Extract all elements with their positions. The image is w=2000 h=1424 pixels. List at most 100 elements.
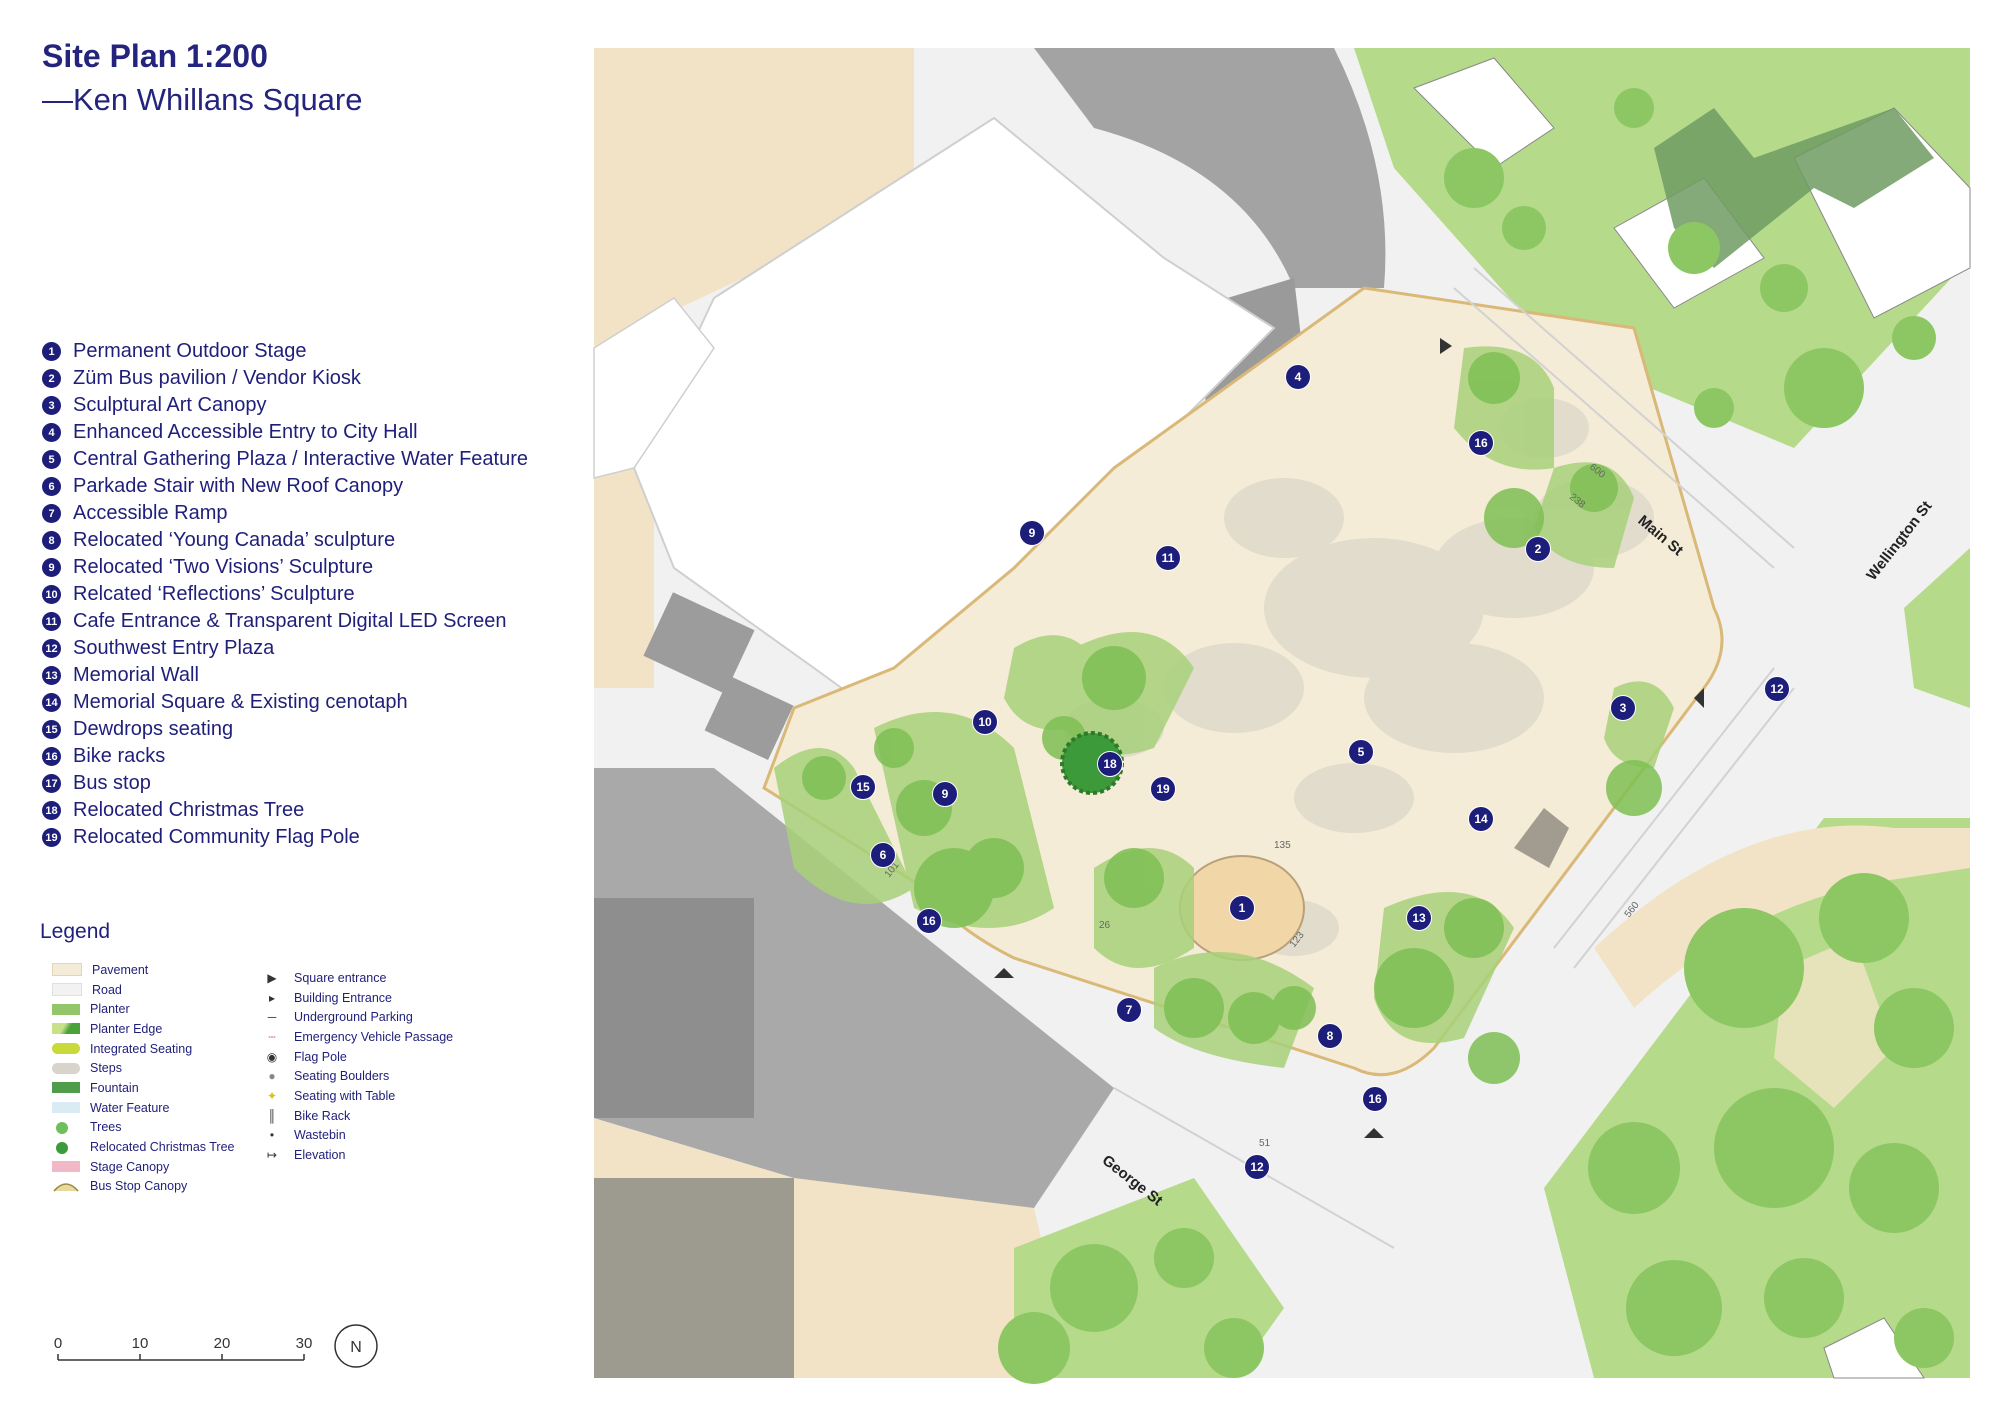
key-number-badge: 19 bbox=[42, 828, 61, 847]
plan-marker-9: 9 bbox=[932, 781, 958, 807]
legend-item: Steps bbox=[52, 1058, 235, 1078]
trees bbox=[802, 352, 1662, 1084]
page-subtitle: —Ken Whillans Square bbox=[42, 82, 363, 117]
key-label: Relcated ‘Reflections’ Sculpture bbox=[73, 583, 355, 605]
legend-symbols: ▶Square entrance ▸Building Entrance ─Und… bbox=[262, 968, 453, 1165]
legend-item: ─Underground Parking bbox=[262, 1007, 453, 1027]
integrated-seating-swatch bbox=[52, 1043, 80, 1055]
legend-item: ▸Building Entrance bbox=[262, 988, 453, 1008]
seating-boulders-icon: ● bbox=[268, 1069, 276, 1084]
underground-parking-icon: ─ bbox=[267, 1010, 277, 1025]
key-number-badge: 12 bbox=[42, 639, 61, 658]
key-number-badge: 1 bbox=[42, 342, 61, 361]
planter-edge-swatch bbox=[52, 1023, 80, 1035]
wastebin-icon: • bbox=[269, 1128, 275, 1143]
plan-marker-10: 10 bbox=[972, 709, 998, 735]
key-number-badge: 10 bbox=[42, 585, 61, 604]
planter-swatch bbox=[52, 1003, 80, 1015]
pavement-swatch bbox=[52, 963, 82, 977]
plan-marker-16: 16 bbox=[1468, 430, 1494, 456]
key-label: Enhanced Accessible Entry to City Hall bbox=[73, 421, 418, 443]
plan-marker-5: 5 bbox=[1348, 739, 1374, 765]
legend-item: ║Bike Rack bbox=[262, 1106, 453, 1126]
key-label: Parkade Stair with New Roof Canopy bbox=[73, 475, 404, 497]
fountain-swatch bbox=[52, 1082, 80, 1094]
legend-item: Pavement bbox=[52, 960, 235, 980]
water-feature-swatch bbox=[52, 1102, 80, 1114]
key-item: 14 Memorial Square & Existing cenotaph bbox=[42, 689, 528, 716]
plan-marker-18: 18 bbox=[1097, 751, 1123, 777]
north-arrow-icon: N bbox=[334, 1324, 378, 1368]
key-label: Relocated ‘Young Canada’ sculpture bbox=[73, 529, 396, 551]
plan-marker-4: 4 bbox=[1285, 364, 1311, 390]
plan-marker-19: 19 bbox=[1150, 776, 1176, 802]
plaza-paving-pattern bbox=[1064, 398, 1654, 956]
key-label: Permanent Outdoor Stage bbox=[73, 340, 307, 362]
key-label: Sculptural Art Canopy bbox=[73, 394, 267, 416]
scale-tick: 0 bbox=[54, 1335, 62, 1352]
plan-marker-7: 7 bbox=[1116, 997, 1142, 1023]
plan-marker-16-sw: 16 bbox=[916, 908, 942, 934]
legend-item: ✦Seating with Table bbox=[262, 1086, 453, 1106]
emergency-passage-icon: ┄ bbox=[268, 1029, 276, 1044]
building-tan bbox=[594, 48, 914, 348]
cenotaph bbox=[1514, 808, 1569, 868]
dim-label: 26 bbox=[1099, 920, 1111, 931]
building-entrance-icon: ▸ bbox=[268, 990, 276, 1005]
lawn-east bbox=[1904, 548, 1970, 708]
steps-swatch bbox=[52, 1062, 80, 1074]
plan-marker-12: 12 bbox=[1764, 676, 1790, 702]
key-label: Accessible Ramp bbox=[73, 502, 228, 524]
legend-item: Road bbox=[52, 980, 235, 1000]
key-label: Relocated Christmas Tree bbox=[73, 799, 305, 821]
key-label: Dewdrops seating bbox=[73, 718, 234, 740]
legend-surfaces: Pavement Road Planter Planter Edge Integ… bbox=[52, 960, 235, 1196]
key-number-badge: 18 bbox=[42, 801, 61, 820]
legend-item: Bus Stop Canopy bbox=[52, 1177, 235, 1197]
legend-item: ┄Emergency Vehicle Passage bbox=[262, 1027, 453, 1047]
key-number-badge: 8 bbox=[42, 531, 61, 550]
key-label: Relocated ‘Two Visions’ Sculpture bbox=[73, 556, 374, 578]
key-number-badge: 7 bbox=[42, 504, 61, 523]
stage-canopy-swatch bbox=[52, 1161, 80, 1173]
page-title: Site Plan 1:200 bbox=[42, 38, 268, 74]
legend-title: Legend bbox=[40, 920, 111, 943]
seating-table-icon: ✦ bbox=[266, 1088, 278, 1103]
building-tan bbox=[794, 1178, 1074, 1378]
key-label: Southwest Entry Plaza bbox=[73, 637, 275, 659]
plan-marker-8: 8 bbox=[1317, 1023, 1343, 1049]
legend-item: Relocated Christmas Tree bbox=[52, 1137, 235, 1157]
path-southeast bbox=[1774, 938, 1894, 1108]
ramp-grey bbox=[1034, 48, 1386, 288]
key-label: Bus stop bbox=[73, 772, 151, 794]
key-label: Bike racks bbox=[73, 745, 166, 767]
building-white bbox=[1413, 57, 1555, 169]
plan-marker-11: 11 bbox=[1155, 545, 1181, 571]
key-number-badge: 5 bbox=[42, 450, 61, 469]
flag-pole-icon: ◉ bbox=[266, 1049, 278, 1064]
plan-marker-12-south: 12 bbox=[1244, 1154, 1270, 1180]
key-label: Memorial Square & Existing cenotaph bbox=[73, 691, 408, 713]
key-number-badge: 15 bbox=[42, 720, 61, 739]
building-darkgreen bbox=[1654, 108, 1934, 268]
key-label: Züm Bus pavilion / Vendor Kiosk bbox=[73, 367, 361, 389]
legend-item: Planter Edge bbox=[52, 1019, 235, 1039]
site-plan-map: 600 238 560 135 123 26 101 51 bbox=[593, 48, 1971, 1384]
key-number-badge: 17 bbox=[42, 774, 61, 793]
legend-item: •Wastebin bbox=[262, 1126, 453, 1146]
key-number-badge: 14 bbox=[42, 693, 61, 712]
square-entrance-icon: ▶ bbox=[267, 970, 277, 985]
key-label: Memorial Wall bbox=[73, 664, 199, 686]
plan-marker-16-south: 16 bbox=[1362, 1086, 1388, 1112]
plan-marker-13: 13 bbox=[1406, 905, 1432, 931]
dim-label: 135 bbox=[1274, 840, 1291, 851]
legend-item: Stage Canopy bbox=[52, 1157, 235, 1177]
